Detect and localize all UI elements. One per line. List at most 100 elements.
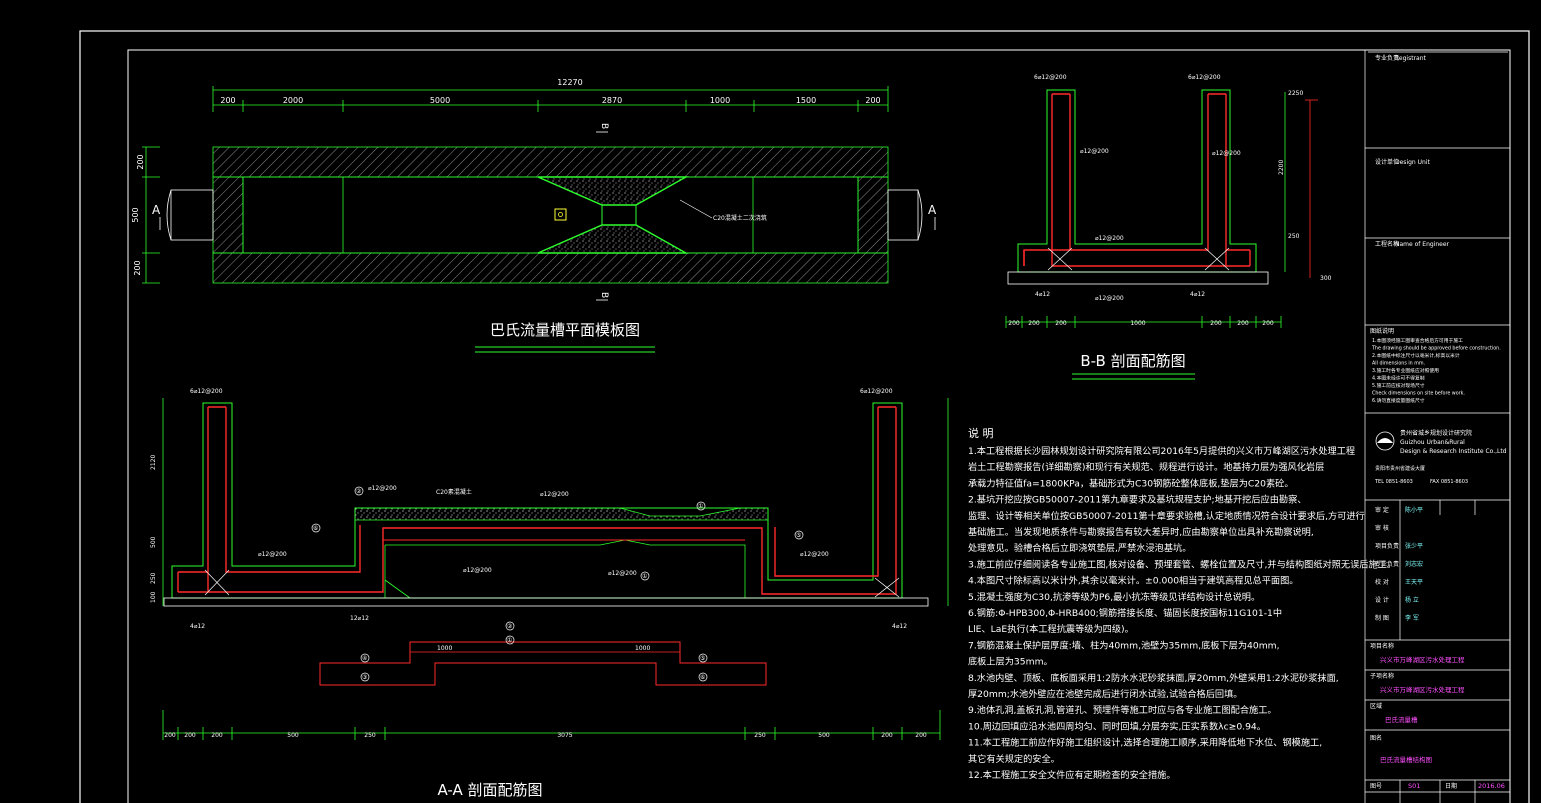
plan-dim-2: 2000 [283, 96, 303, 105]
sign-row-label: 项目负责 [1375, 542, 1399, 550]
aa-detail-callout-5: ⑤ [700, 655, 705, 662]
aa-dim-1: 200 [164, 732, 176, 739]
aa-dim-7: 250 [754, 732, 766, 739]
sheet-note-line: 3.施工时各专业图纸应对照使用 [1372, 367, 1439, 374]
aa-callout-5: ⑤ [796, 532, 801, 539]
sheet-note-line: The drawing should be approved before co… [1371, 346, 1501, 352]
company-tel: TEL 0851-8603 [1374, 479, 1413, 485]
note-line: 承载力特征值fa=1800KPa，基础形式为C30钢筋砼整体底板,垫层为C20素… [968, 477, 1294, 489]
note-line: 处理意见。验槽合格后立即浇筑垫层,严禁水浸泡基坑。 [968, 542, 1191, 554]
plan-section-a-right: A [928, 203, 937, 217]
note-line: 2.基坑开挖应按GB50007-2011第九章要求及基坑规程支护;地基开挖后应由… [968, 494, 1306, 506]
aa-dim-5: 250 [364, 732, 376, 739]
note-line: 10.周边回填应沿水池四周均匀、同时回填,分层夯实,压实系数λc≥0.94。 [968, 720, 1266, 732]
tb-proj-name: 兴义市万峰湖区污水处理工程 [1380, 655, 1465, 664]
aa-rebar-foot-r: 4⌀12 [892, 623, 907, 630]
aa-callout-1: ① [698, 503, 703, 510]
bb-dim-3: 200 [1055, 320, 1067, 327]
aa-detail-callout-4: ④ [362, 655, 367, 662]
tb-num-label: 图号 [1370, 783, 1382, 790]
tb-r1-label: 专业负责 [1375, 54, 1399, 62]
note-line: 3.施工前应仔细阅读各专业施工图,核对设备、预埋套管、螺栓位置及尺寸,并与结构图… [968, 558, 1396, 570]
company-en1: Guizhou Urban&Rural [1400, 439, 1465, 446]
aa-detail-callout-1: ① [507, 637, 512, 644]
sheet-note-line: All dimensions in mm. [1372, 361, 1425, 367]
aa-dim-6: 3075 [557, 732, 572, 739]
bb-elev-1: 2250 [1288, 90, 1303, 97]
tb-sub-label: 子项名称 [1370, 672, 1394, 680]
sheet-note-line: 4.本图未经许可不得复制 [1372, 375, 1425, 382]
sign-row-label: 设 计 [1375, 596, 1389, 604]
plan-dim-left-2: 500 [131, 207, 140, 222]
aa-callout-6: ⑥ [313, 525, 318, 532]
aa-dim-2: 200 [184, 732, 196, 739]
notes-heading: 说 明 [968, 426, 994, 440]
tb-area-label: 区域 [1370, 702, 1382, 710]
note-line: 岩土工程勘察报告(详细勘察)和现行有关规范、规程进行设计。地基持力层为强风化岩层 [968, 461, 1324, 473]
aa-section: 6⌀12@200 6⌀12@200 C20素混凝土 ⌀12@200 ⌀12@20… [150, 388, 949, 799]
bb-rebar-bot-l: 4⌀12 [1035, 291, 1050, 298]
note-line: 底板上层为35mm。 [968, 656, 1053, 668]
note-line: 6.钢筋:Φ-HPB300,Φ-HRB400;钢筋搭接长度、锚固长度按国标11G… [968, 607, 1282, 619]
bb-rebar-bot-r: 4⌀12 [1190, 291, 1205, 298]
plan-dim-5: 1000 [710, 96, 730, 105]
bb-rebar-wall-r: ⌀12@200 [1212, 150, 1241, 157]
sheet-note-line: 6.请勿直接度量图纸尺寸 [1372, 397, 1425, 404]
plan-dims-top: 200 2000 5000 2870 1000 1500 200 [220, 96, 880, 105]
tb-area-name: 巴氏流量槽 [1385, 715, 1418, 724]
note-line: 8.水池内壁、顶板、底板面采用1:2防水水泥砂浆抹面,厚20mm,外壁采用1:2… [968, 672, 1339, 684]
aa-dim-3: 200 [211, 732, 223, 739]
bb-rebar-bot: ⌀12@200 [1095, 295, 1124, 302]
plan-note: C20混凝土二次浇筑 [713, 214, 767, 222]
sign-row-label: 审 核 [1375, 524, 1389, 532]
bb-section: 6⌀12@200 6⌀12@200 ⌀12@200 ⌀12@200 ⌀12@20… [1005, 74, 1332, 380]
plan-dim-total: 12270 [557, 78, 582, 87]
note-line: 其它有关规定的安全。 [968, 753, 1060, 765]
title-block [1364, 50, 1510, 803]
plan-title: 巴氏流量槽平面模板图 [490, 321, 640, 339]
sign-row-label: 专业负责 [1375, 560, 1399, 568]
plan-section-b-top: B [599, 123, 609, 129]
sheet-note-line: 1.本图须经施工图审查合格后方可用于施工 [1372, 337, 1463, 344]
bb-rebar-mid: ⌀12@200 [1095, 235, 1124, 242]
tb-draw-name: 巴氏流量槽结构图 [1380, 755, 1432, 764]
note-line: 厚20mm;水池外壁应在池壁完成后进行闭水试验,试验合格后回填。 [968, 688, 1242, 700]
plan-dim-left-3: 200 [133, 260, 142, 275]
tb-r2-val: Design Unit [1395, 159, 1430, 166]
aa-callout-2: ② [356, 488, 362, 495]
aa-rebar-side-r: ⌀12@200 [800, 551, 829, 558]
sign-row-label: 制 图 [1375, 614, 1389, 622]
tb-r3-label: 工程名称 [1375, 240, 1399, 248]
aa-dim-8: 500 [818, 732, 830, 739]
aa-detail-callout-6: ⑥ [700, 674, 705, 681]
note-line: 1.本工程根据长沙园林规划设计研究院有限公司2016年5月提供的兴义市万峰湖区污… [968, 445, 1355, 457]
aa-callout-1b: ① [642, 573, 647, 580]
bb-dim-1: 200 [1008, 320, 1020, 327]
company-en2: Design & Research Institute Co.,Ltd [1400, 448, 1507, 455]
aa-label-c20: C20素混凝土 [436, 488, 472, 496]
note-line: 7.钢筋混凝土保护层厚度:墙、柱为40mm,池壁为35mm,底板下层为40mm, [968, 639, 1280, 651]
company-logo [1375, 431, 1395, 451]
tb-num: S01 [1408, 782, 1420, 790]
aa-elev-4: 100 [150, 591, 157, 603]
sign-row-name: 王天平 [1405, 579, 1423, 586]
bb-rebar-wall-l: ⌀12@200 [1080, 148, 1109, 155]
aa-rebar-side-l: ⌀12@200 [258, 551, 287, 558]
inner-frame [127, 49, 1511, 803]
tb-proj-label: 项目名称 [1370, 642, 1394, 650]
plan-view: 12270 200 2000 5000 2870 1000 1500 200 2… [131, 78, 937, 353]
plan-section-a-left: A [152, 203, 161, 217]
sign-row-label: 审 定 [1375, 506, 1389, 514]
aa-rebar-r: 6⌀12@200 [860, 388, 893, 395]
tb-r3-val: Name of Engineer [1395, 241, 1450, 248]
note-line: 5.混凝土强度为C30,抗渗等级为P6,最小抗冻等级见详结构设计总说明。 [968, 591, 1260, 603]
aa-elev-1: 2120 [150, 455, 157, 470]
note-line: 9.池体孔洞,盖板孔洞,管道孔、预埋件等施工时应与各专业施工图配合施工。 [968, 704, 1277, 716]
note-line: 11.本工程施工前应作好施工组织设计,选择合理施工顺序,采用降低地下水位、钢模施… [968, 737, 1322, 749]
general-notes: 说 明 1.本工程根据长沙园林规划设计研究院有限公司2016年5月提供的兴义市万… [968, 426, 1396, 781]
sheet-note-line: Check dimensions on site before work. [1372, 391, 1465, 397]
plan-dim-6: 1500 [796, 96, 816, 105]
plan-section-b-bottom: B [599, 292, 609, 298]
tb-signatures: 审 定陈小平审 核项目负责张少平专业负责刘志宏校 对王天平设 计杨 立制 图李 … [1375, 506, 1423, 622]
